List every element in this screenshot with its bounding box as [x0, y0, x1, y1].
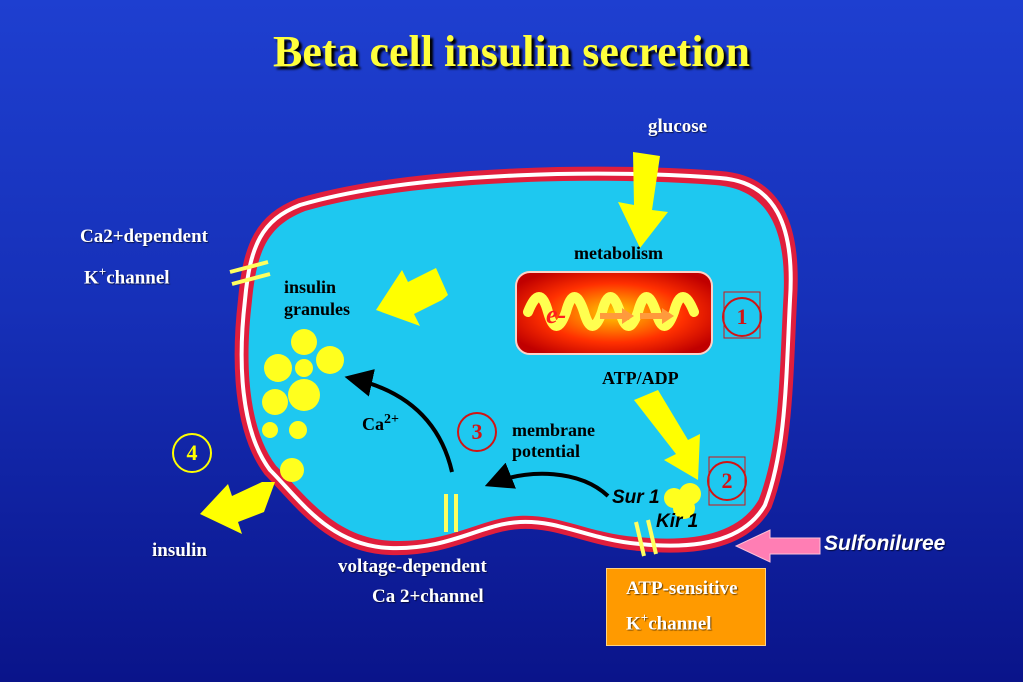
atp-k-plus: +	[640, 610, 649, 625]
calcium-symbol: Ca	[362, 414, 384, 434]
sulfoniluree-arrow	[734, 529, 821, 563]
membrane-line2: potential	[512, 441, 581, 461]
insulin-label: insulin	[152, 540, 207, 561]
mito-arrow-2	[640, 308, 674, 324]
vdcc-label-line1: voltage-dependent	[338, 556, 487, 577]
channel-word: channel	[106, 267, 170, 289]
step-2-marker: 2	[707, 461, 747, 501]
electron-label: e-	[546, 300, 567, 329]
step-1-marker: 1	[722, 297, 762, 337]
vdcc-label-line2: Ca 2+channel	[372, 586, 484, 607]
mitochondrion-cristae	[523, 292, 699, 331]
atp-arrow	[634, 390, 700, 480]
sur1-label: Sur 1	[612, 487, 660, 508]
k-symbol: K	[84, 267, 99, 289]
depolarization-arrow	[484, 462, 610, 498]
metabolism-label: metabolism	[574, 243, 663, 263]
atp-channel-word: channel	[648, 613, 712, 635]
k-plus: +	[98, 264, 107, 279]
sur1-kir1-channel	[664, 483, 701, 519]
insulin-granules	[262, 329, 344, 482]
ca-dependent-k-label: K+channel	[84, 264, 170, 289]
atp-sensitive-k-channel	[634, 519, 658, 557]
atp-k-symbol: K	[626, 613, 641, 635]
voltage-dependent-ca-channel	[444, 494, 458, 532]
step-4-marker: 4	[172, 433, 212, 473]
membrane-potential-label: membrane potential	[512, 420, 595, 462]
calcium-influx-arrow	[344, 369, 454, 473]
granules-arrow	[376, 268, 448, 326]
atp-sensitive-label: ATP-sensitive	[626, 578, 738, 599]
step-3-marker: 3	[457, 412, 497, 452]
insulin-granules-line2: granules	[284, 299, 351, 319]
page-title: Beta cell insulin secretion	[272, 27, 751, 76]
atp-k-channel-label: K+channel	[626, 610, 712, 635]
atp-sensitive-k-channel-box	[606, 568, 766, 646]
glucose-arrow	[618, 152, 668, 248]
insulin-granules-label: insulin granules	[284, 276, 350, 320]
atp-adp-label: ATP/ADP	[602, 368, 679, 388]
ca-dependent-label: Ca2+dependent	[80, 226, 209, 247]
calcium-charge: 2+	[384, 412, 399, 427]
calcium-label: Ca2+	[362, 412, 399, 435]
glucose-label: glucose	[648, 116, 708, 137]
ca-dependent-k-channel	[229, 260, 271, 286]
cell-cytoplasm	[248, 180, 784, 541]
kir1-label: Kir 1	[656, 511, 699, 532]
membrane-line1: membrane	[512, 420, 595, 440]
mito-arrow-1	[600, 308, 634, 324]
insulin-exit-arrow	[200, 482, 275, 534]
insulin-granules-line1: insulin	[284, 277, 337, 297]
sulfoniluree-label: Sulfoniluree	[824, 532, 946, 555]
